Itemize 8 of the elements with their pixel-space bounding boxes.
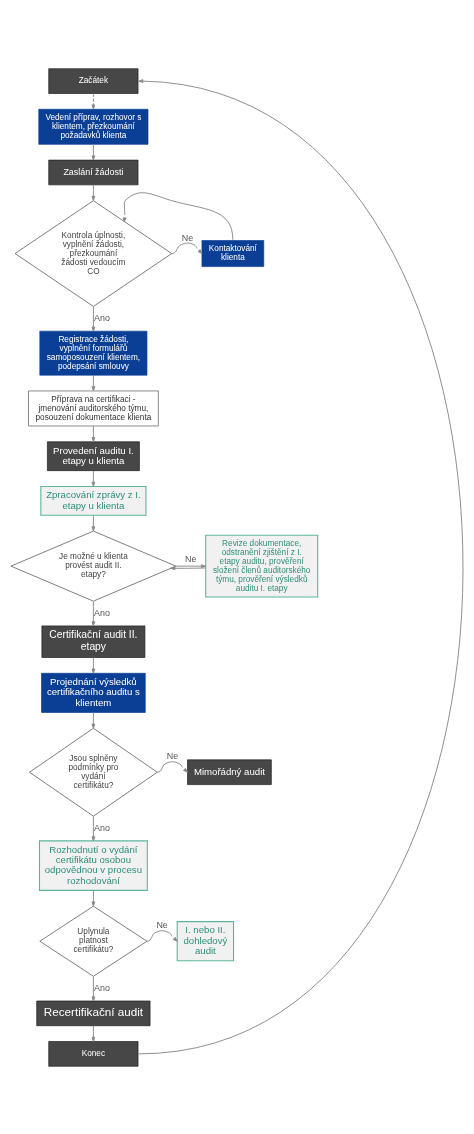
edge-label: Ano xyxy=(94,822,110,833)
edge-label: Ne xyxy=(185,553,197,564)
edge-label: Ano xyxy=(94,982,110,993)
edge-label: Ne xyxy=(156,919,168,930)
edge-label: Ano xyxy=(94,607,110,618)
edge-label: Ano xyxy=(94,312,110,323)
edge-label: Ne xyxy=(166,750,179,761)
edge-label: Ne xyxy=(181,232,194,243)
